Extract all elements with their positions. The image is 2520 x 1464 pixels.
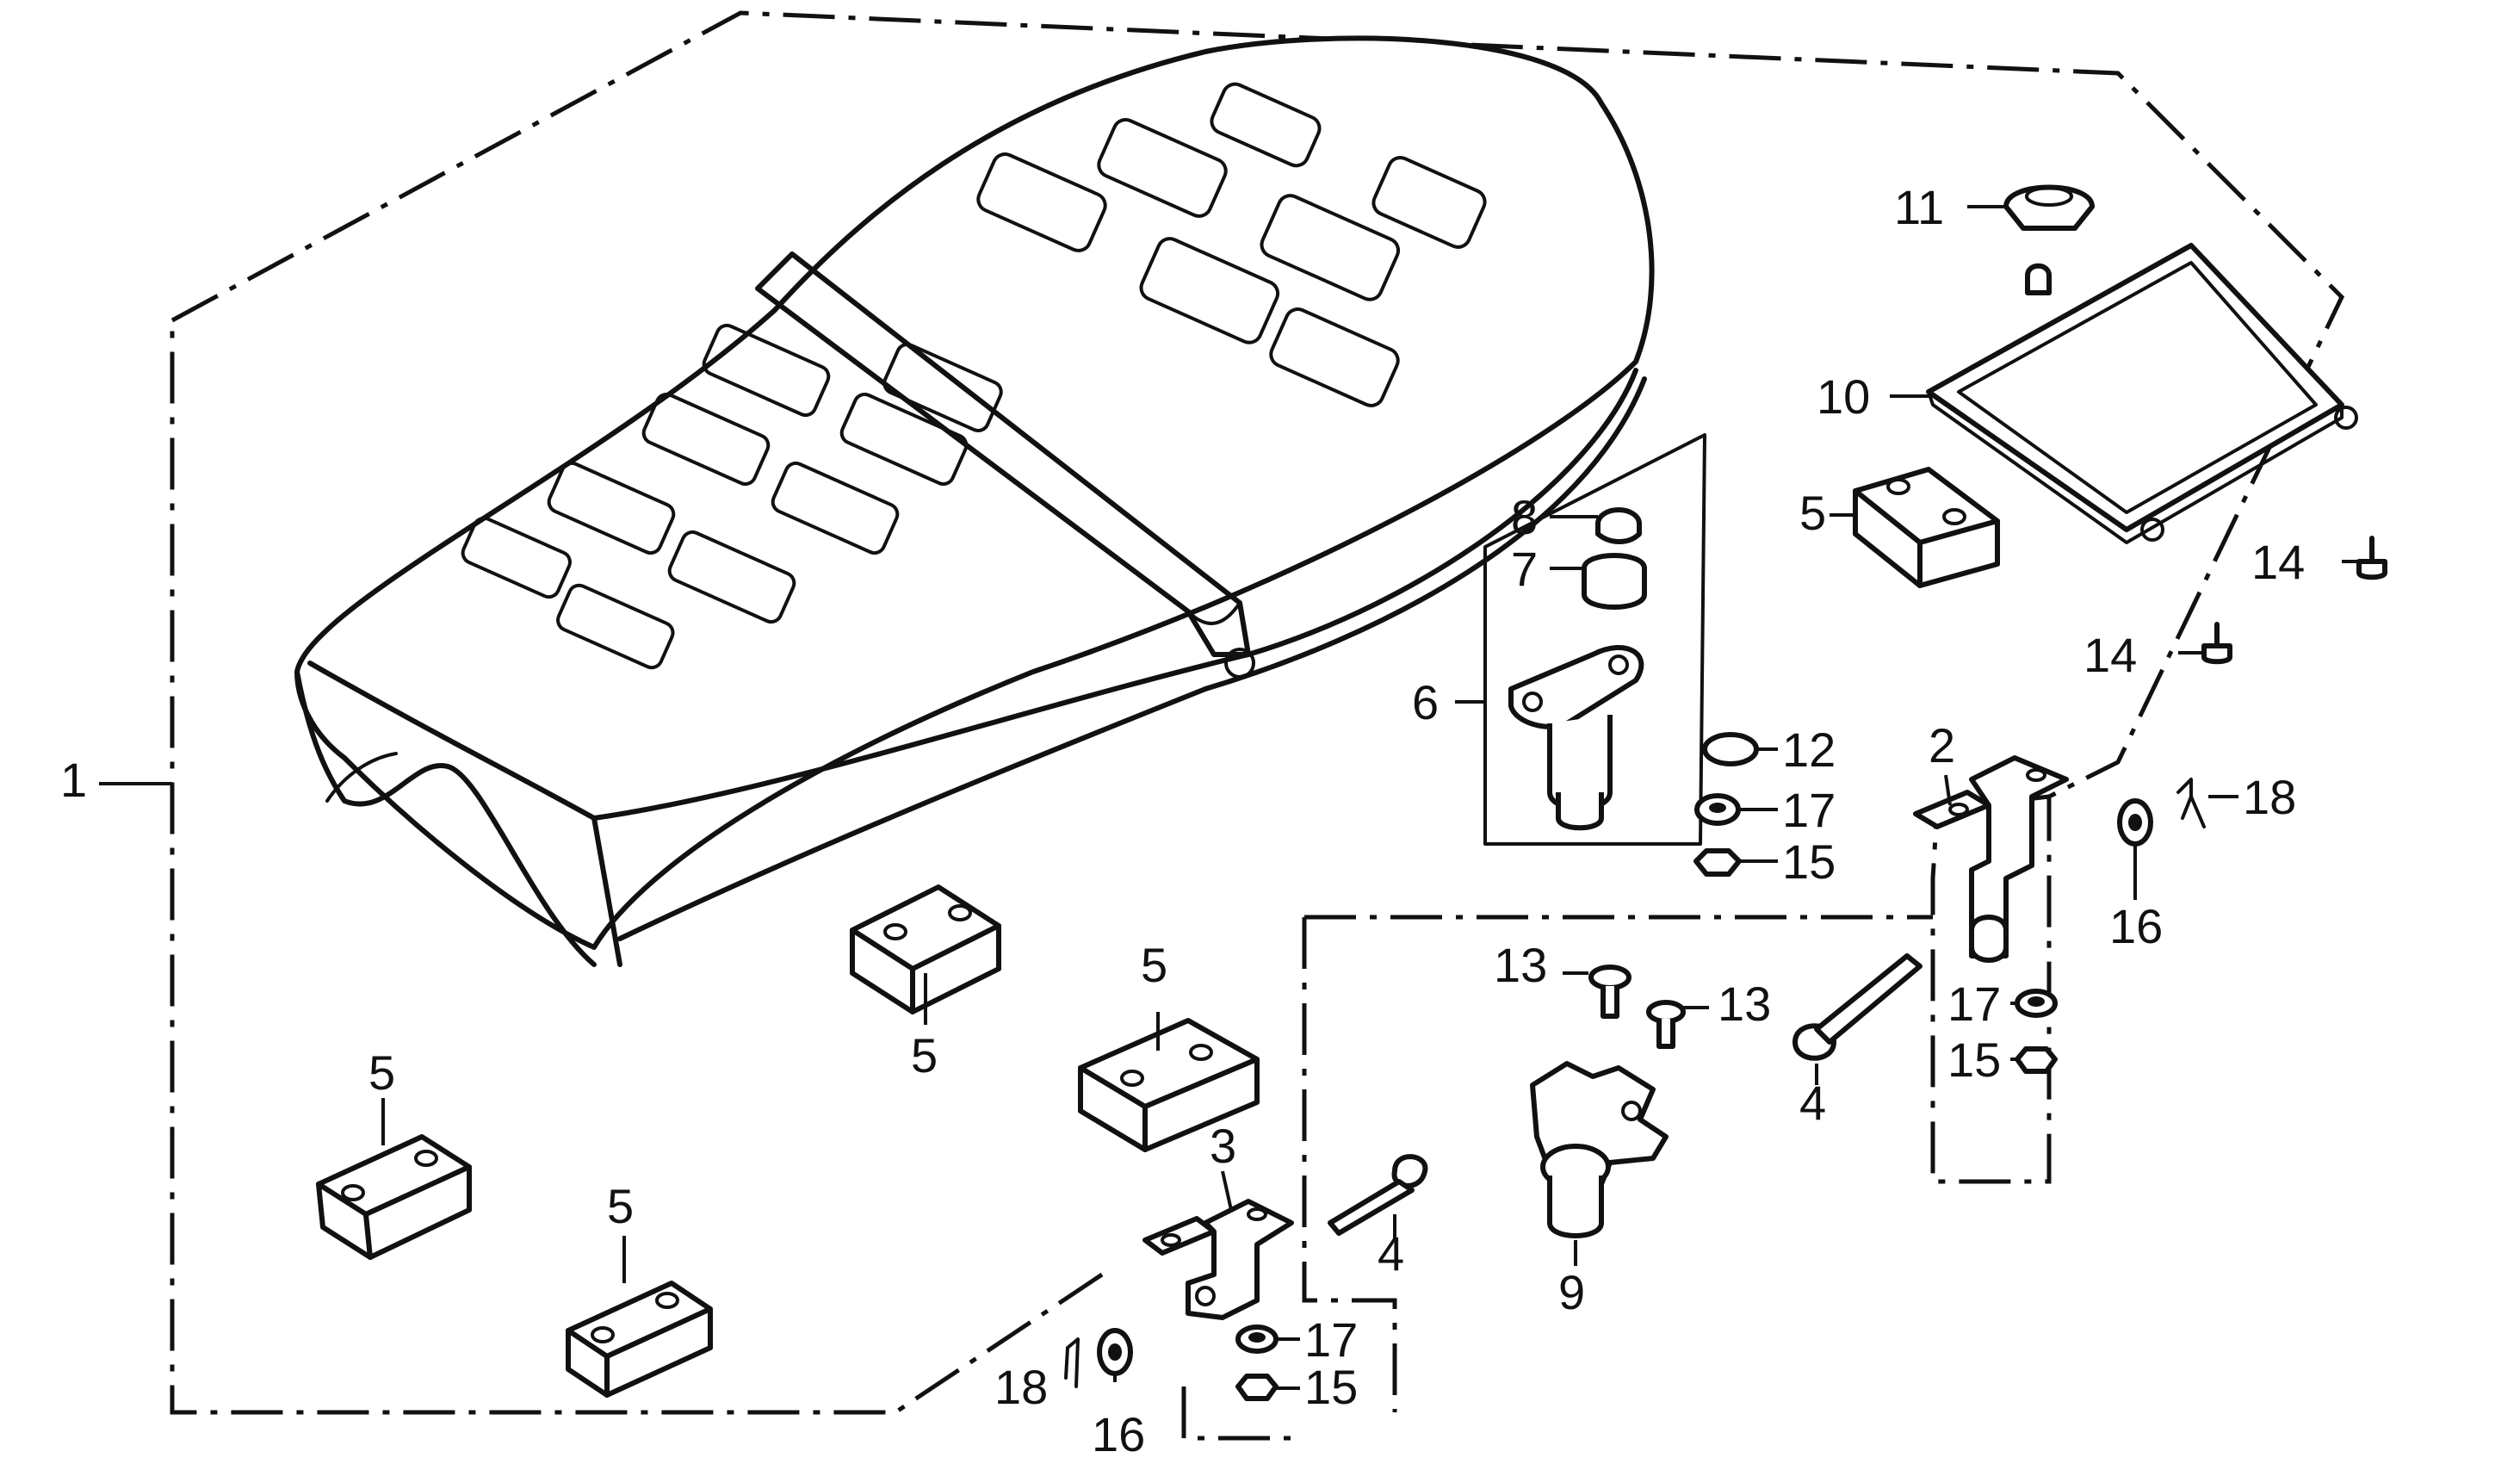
pin-4-right bbox=[1792, 953, 1923, 1061]
callout-18-lower: 18 bbox=[994, 1360, 1048, 1414]
nut-17-right bbox=[2015, 989, 2058, 1018]
callout-14-upper: 14 bbox=[2251, 535, 2305, 589]
rubber-block-5-bottom bbox=[566, 1281, 713, 1398]
callout-11: 11 bbox=[1894, 180, 1944, 234]
battery-tray bbox=[1926, 243, 2358, 544]
screw-13-a bbox=[1588, 965, 1631, 1019]
callout-9: 9 bbox=[1558, 1265, 1585, 1319]
callout-18-right: 18 bbox=[2243, 770, 2296, 824]
nut-17-upper bbox=[1694, 793, 1741, 826]
clip-14-lower bbox=[2201, 622, 2232, 665]
callout-5-top: 5 bbox=[1799, 486, 1826, 540]
screw-13-b bbox=[1646, 1000, 1686, 1049]
nut-17-lower bbox=[1235, 1324, 1279, 1354]
washer-16-right bbox=[2117, 798, 2153, 847]
hinge-bracket-2 bbox=[1913, 755, 2069, 963]
callout-17-lower: 17 bbox=[1304, 1312, 1358, 1367]
callout-6: 6 bbox=[1412, 675, 1439, 729]
nut-15-lower bbox=[1235, 1374, 1279, 1401]
washer-16-lower bbox=[1097, 1328, 1133, 1376]
assembly-outline bbox=[170, 10, 2345, 1441]
nut-15-upper bbox=[1693, 848, 1742, 877]
callout-4-right: 4 bbox=[1799, 1076, 1826, 1130]
callout-labels: 1 2 3 4 4 5 5 5 5 5 6 7 8 9 10 11 12 13 … bbox=[60, 180, 2305, 1461]
callout-16-right: 16 bbox=[2109, 899, 2163, 953]
callout-3: 3 bbox=[1210, 1119, 1236, 1173]
callout-5-center: 5 bbox=[911, 1028, 938, 1082]
cotter-pin-18-right bbox=[2176, 778, 2206, 828]
callout-14-lower: 14 bbox=[2083, 628, 2137, 682]
callout-16-lower: 16 bbox=[1092, 1407, 1145, 1461]
callout-1: 1 bbox=[60, 753, 87, 807]
callout-4-left: 4 bbox=[1378, 1226, 1404, 1281]
seat-lock-part bbox=[1508, 507, 1647, 831]
callout-2: 2 bbox=[1929, 718, 1955, 772]
callout-12: 12 bbox=[1782, 723, 1836, 777]
callout-13-b: 13 bbox=[1718, 977, 1771, 1031]
callout-15-right: 15 bbox=[1947, 1033, 2001, 1087]
rubber-block-5-top bbox=[1853, 467, 2000, 588]
callout-17-right: 17 bbox=[1947, 977, 2001, 1031]
seat-assembly bbox=[294, 35, 1655, 967]
washer-12 bbox=[1702, 732, 1759, 766]
callout-7: 7 bbox=[1511, 542, 1538, 596]
hinge-bracket-3 bbox=[1142, 1199, 1294, 1320]
pin-4-left bbox=[1328, 1154, 1428, 1236]
callout-15-lower: 15 bbox=[1304, 1360, 1358, 1414]
lock-subassembly-outline bbox=[1483, 433, 1706, 846]
callout-13-a: 13 bbox=[1494, 938, 1547, 992]
rubber-block-5-lower-left bbox=[316, 1134, 472, 1260]
seat-lock-9 bbox=[1530, 1061, 1669, 1238]
leader-lines bbox=[99, 205, 2359, 1390]
callout-5-lower-left: 5 bbox=[368, 1045, 395, 1100]
cotter-pin-18-lower bbox=[1064, 1337, 1080, 1388]
callout-15-upper: 15 bbox=[1782, 834, 1836, 889]
callout-5-mid-right: 5 bbox=[1141, 938, 1167, 992]
rubber-cap-11 bbox=[2003, 184, 2095, 231]
callout-5-bottom: 5 bbox=[607, 1179, 634, 1233]
callout-8: 8 bbox=[1511, 490, 1538, 544]
clip-14-upper bbox=[2356, 536, 2387, 580]
callout-10: 10 bbox=[1817, 369, 1870, 424]
rubber-block-5-center bbox=[850, 884, 1001, 1014]
rubber-block-5-mid-right bbox=[1078, 1018, 1260, 1152]
callout-17-upper: 17 bbox=[1782, 783, 1836, 837]
nut-15-right bbox=[2015, 1046, 2058, 1074]
